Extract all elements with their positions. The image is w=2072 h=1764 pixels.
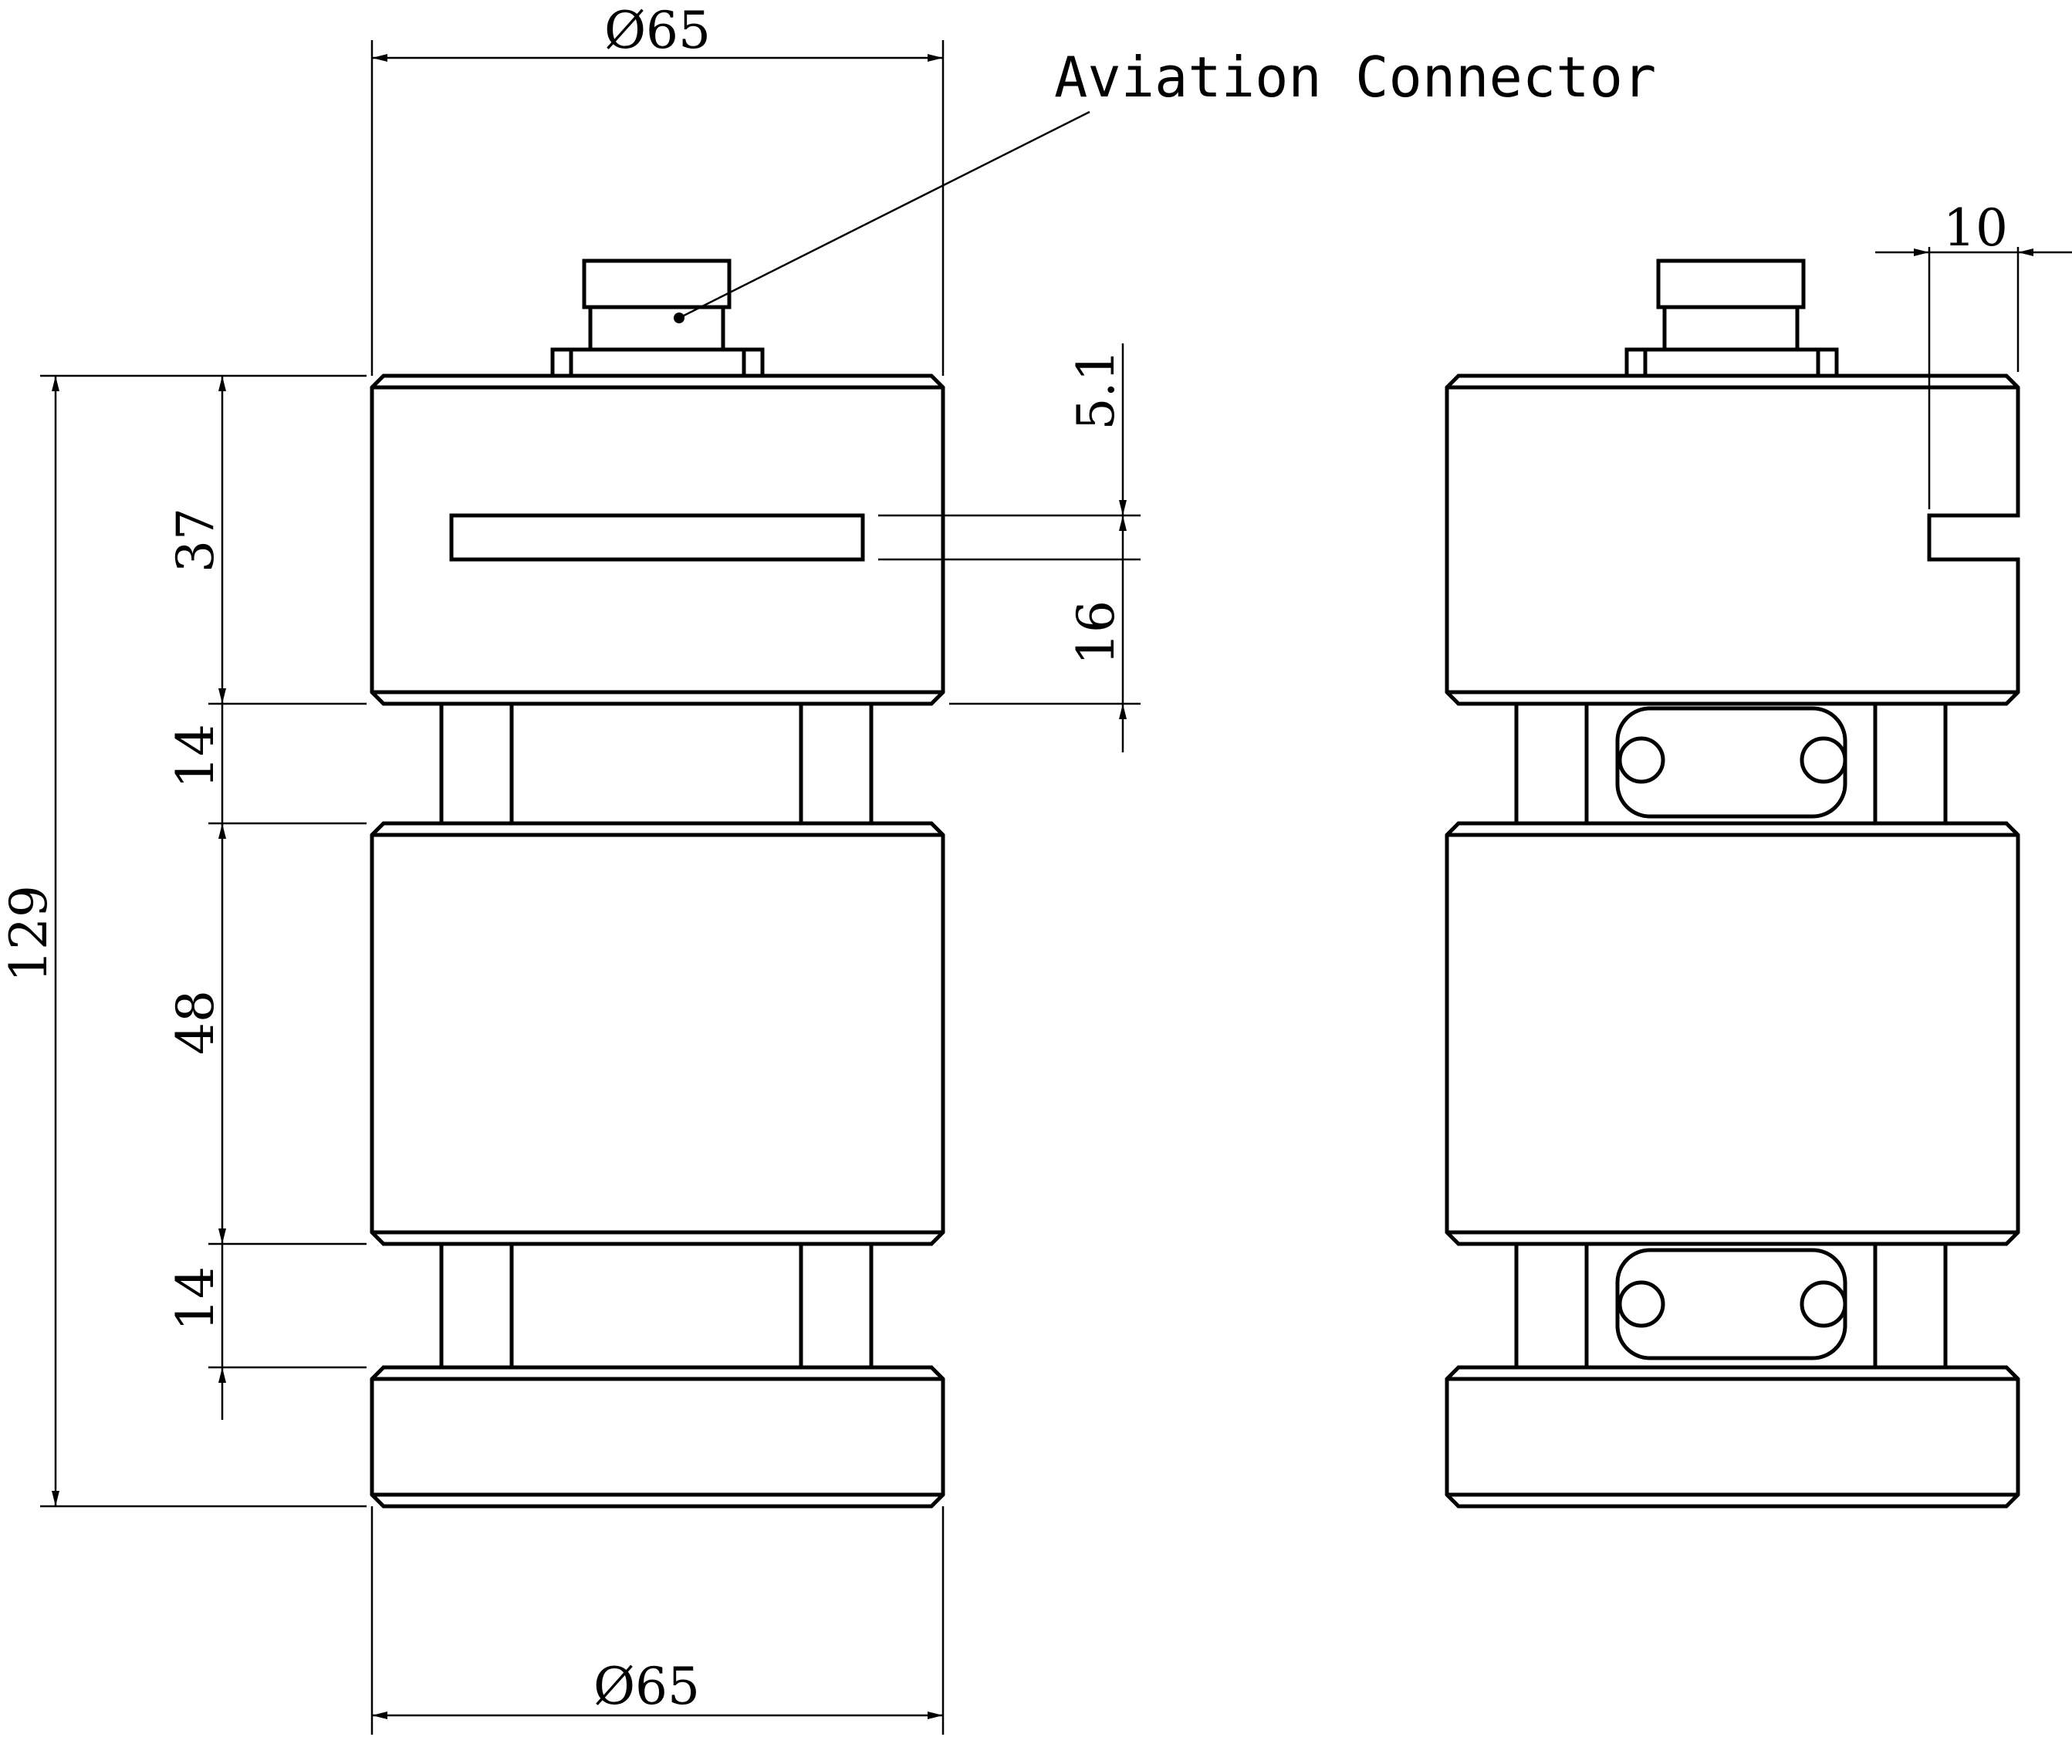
aviation-connector-side <box>1624 259 1839 378</box>
lower-cable-clamp <box>1615 1248 1847 1360</box>
dim-middle-block-label: 48 <box>166 990 225 1055</box>
dim-slot-offset-label: 5.1 <box>1066 350 1126 431</box>
slot <box>449 513 865 562</box>
lower-posts-front <box>439 1244 874 1367</box>
dim-top-block-label: 37 <box>166 508 225 573</box>
dim-slot-depth: 10 <box>1875 198 2072 509</box>
lower-posts-side <box>1514 1244 1948 1367</box>
dim-overall-height-label: 129 <box>0 885 59 982</box>
side-view <box>1445 259 2020 1509</box>
upper-posts-side <box>1514 704 1948 823</box>
top-block-front <box>370 373 945 706</box>
base-block-side <box>1445 1365 2020 1509</box>
callout-dot <box>674 313 684 323</box>
base-block-front <box>370 1365 945 1509</box>
middle-block-side <box>1445 821 2020 1246</box>
top-block-side <box>1445 373 2020 706</box>
front-view <box>370 259 945 1509</box>
dim-stack: 37 14 48 14 <box>166 376 367 1420</box>
dim-overall-height: 129 <box>0 374 367 1508</box>
dim-slot-depth-label: 10 <box>1943 198 2008 258</box>
upper-cable-clamp <box>1615 706 1847 819</box>
callout-label: Aviation Connector <box>1054 45 1656 110</box>
aviation-connector-front <box>550 259 765 378</box>
dim-diameter-top: Ø65 <box>370 1 945 376</box>
middle-block-front <box>370 821 945 1246</box>
dim-gap-upper-label: 14 <box>166 724 225 789</box>
dim-diameter-top-label: Ø65 <box>604 1 711 60</box>
dim-slot: 5.1 16 <box>878 343 1141 752</box>
dim-gap-lower-label: 14 <box>166 1266 225 1331</box>
connector-callout: Aviation Connector <box>674 45 1656 323</box>
dim-diameter-bottom-label: Ø65 <box>593 1657 700 1716</box>
dim-diameter-bottom: Ø65 <box>370 1506 945 1735</box>
upper-posts-front <box>439 704 874 823</box>
dim-slot-bottom-label: 16 <box>1066 600 1126 665</box>
